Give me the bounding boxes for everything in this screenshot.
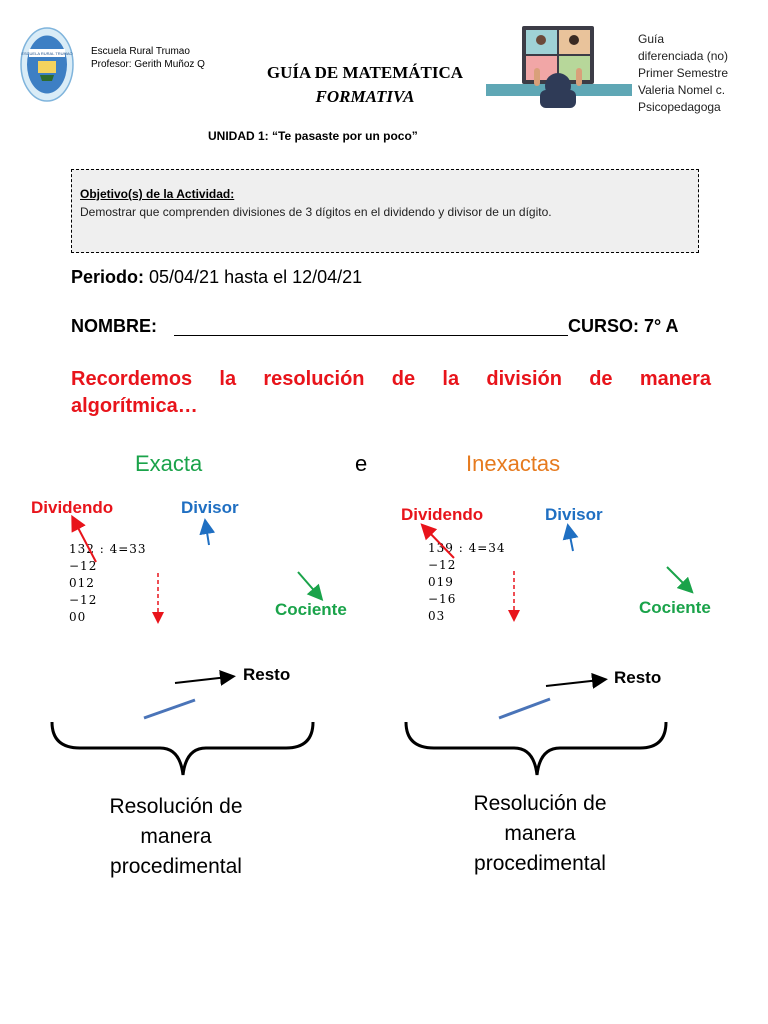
resolution-line: Resolución de [109,795,243,818]
page-subtitle: FORMATIVA [315,87,415,106]
resto-arrow [174,669,236,686]
video-call-illustration [486,24,632,108]
objective-label: Objetivo(s) de la Actividad: [80,187,235,201]
name-field-line[interactable] [174,335,568,336]
quotient-arrow [666,566,694,594]
division-line: 012 [69,576,95,590]
blue-line [498,697,551,720]
intro-line-1: Recordemos la resolución de la división … [71,368,711,390]
dividend-label: Dividendo [401,505,484,524]
divisor-label: Divisor [181,498,239,517]
divisor-arrow [199,518,216,546]
intro-line-2: algorítmica… [71,395,198,417]
remainder-label: Resto [243,665,291,684]
page-title: GUÍA DE MATEMÁTICA [266,63,464,82]
division-line: 03 [428,609,446,623]
quotient-label: Cociente [275,600,347,619]
quotient-label: Cociente [639,598,711,617]
resolution-line: procedimental [110,855,242,878]
division-line: −12 [69,559,98,573]
resolution-line: manera [504,822,576,845]
period: Periodo: 05/04/21 hasta el 12/04/21 [71,267,362,288]
unit-title: UNIDAD 1: “Te pasaste por un poco” [208,129,418,143]
guide-line: Psicopedagoga [638,100,721,114]
heading-inexactas: Inexactas [466,451,561,476]
dividend-arrow [420,523,455,559]
guide-line: diferenciada (no) [638,49,729,63]
guide-line: Valeria Nomel c. [638,83,726,97]
school-name: Escuela Rural Trumao [91,46,190,57]
resolution-text-right: Resolución de manera procedimental [430,789,650,879]
resto-arrow [545,672,608,689]
guide-line: Guía [638,32,665,46]
name-label: NOMBRE: [71,316,157,336]
remainder-label: Resto [614,668,662,687]
period-label: Periodo: [71,267,145,287]
division-line: −12 [69,593,98,607]
heading-exacta: Exacta [135,451,203,476]
division-line: −16 [428,592,457,606]
guide-line: Primer Semestre [638,66,729,80]
period-value: 05/04/21 hasta el 12/04/21 [144,267,363,287]
course-label: CURSO: 7° A [568,316,679,336]
resolution-line: procedimental [474,852,606,875]
divisor-label: Divisor [545,505,603,524]
division-line: 019 [428,575,454,589]
right-brace [404,721,668,776]
resolution-text-left: Resolución de manera procedimental [66,792,286,882]
teacher-name: Profesor: Gerith Muñoz Q [91,59,205,70]
division-line: 00 [69,610,87,624]
objective-text: Demostrar que comprenden divisiones de 3… [80,205,552,219]
objective-box [71,169,699,253]
blue-line [143,698,196,720]
guide-info: Guía diferenciada (no) Primer Semestre V… [638,31,728,116]
left-brace [50,721,315,776]
quotient-arrow [297,571,324,602]
heading-and: e [355,451,368,476]
dividend-label: Dividendo [31,498,114,517]
resolution-line: manera [140,825,212,848]
school-logo: ESCUELA RURAL TRUMAO [20,27,74,102]
school-info: Escuela Rural Trumao Profesor: Gerith Mu… [91,45,205,71]
division-line: −12 [428,558,457,572]
resolution-line: Resolución de [473,792,607,815]
logo-text: ESCUELA RURAL TRUMAO [21,51,72,56]
divisor-arrow [562,523,579,552]
dividend-arrow [71,514,97,563]
